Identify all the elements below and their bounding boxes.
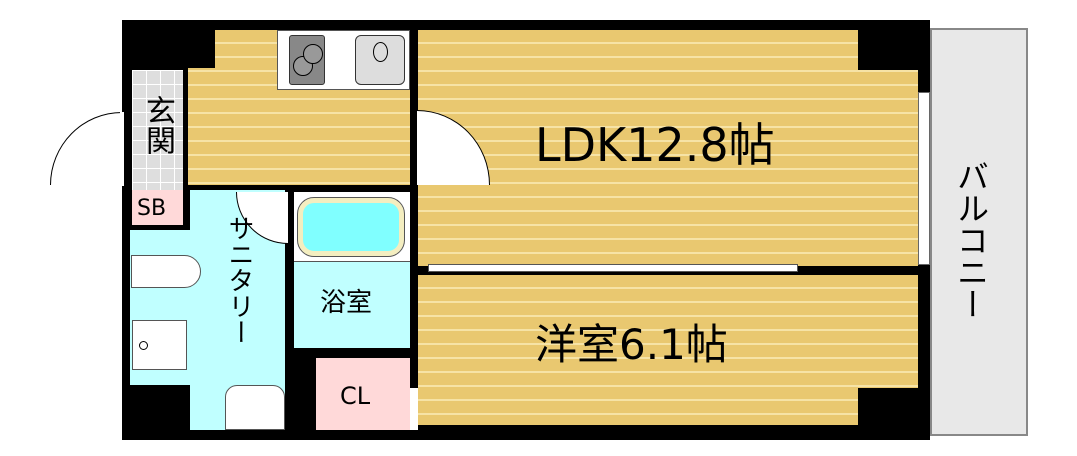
closet-door[interactable] (410, 388, 418, 430)
ldk-label: LDK12.8帖 (535, 118, 775, 172)
sink-icon (355, 35, 405, 85)
western-room-floor (418, 275, 918, 425)
wall-block (122, 20, 215, 68)
stove-icon (289, 35, 325, 85)
washbasin-icon (225, 385, 285, 430)
ldk-window[interactable] (918, 92, 930, 265)
sliding-door[interactable] (428, 264, 798, 272)
sanitary-label: サニタリー (224, 215, 254, 345)
bathroom-label: 浴室 (320, 288, 373, 318)
shoe-box (132, 190, 183, 225)
washing-machine-icon (132, 320, 187, 370)
closet (316, 358, 410, 430)
balcony-label: バルコニー (952, 160, 990, 320)
balcony (930, 28, 1028, 436)
shoe-box-label: SB (137, 196, 167, 221)
wall-corner (858, 388, 930, 440)
entrance-floor (132, 70, 183, 190)
western-room-label: 洋室6.1帖 (535, 320, 728, 369)
closet-label: CL (340, 382, 371, 410)
ldk-floor (418, 30, 918, 266)
toilet-icon (131, 255, 201, 288)
bathtub-icon (297, 197, 405, 257)
wall-corner (858, 20, 930, 70)
entrance-label: 玄関 (140, 95, 175, 155)
entrance-door-opening (120, 112, 124, 186)
